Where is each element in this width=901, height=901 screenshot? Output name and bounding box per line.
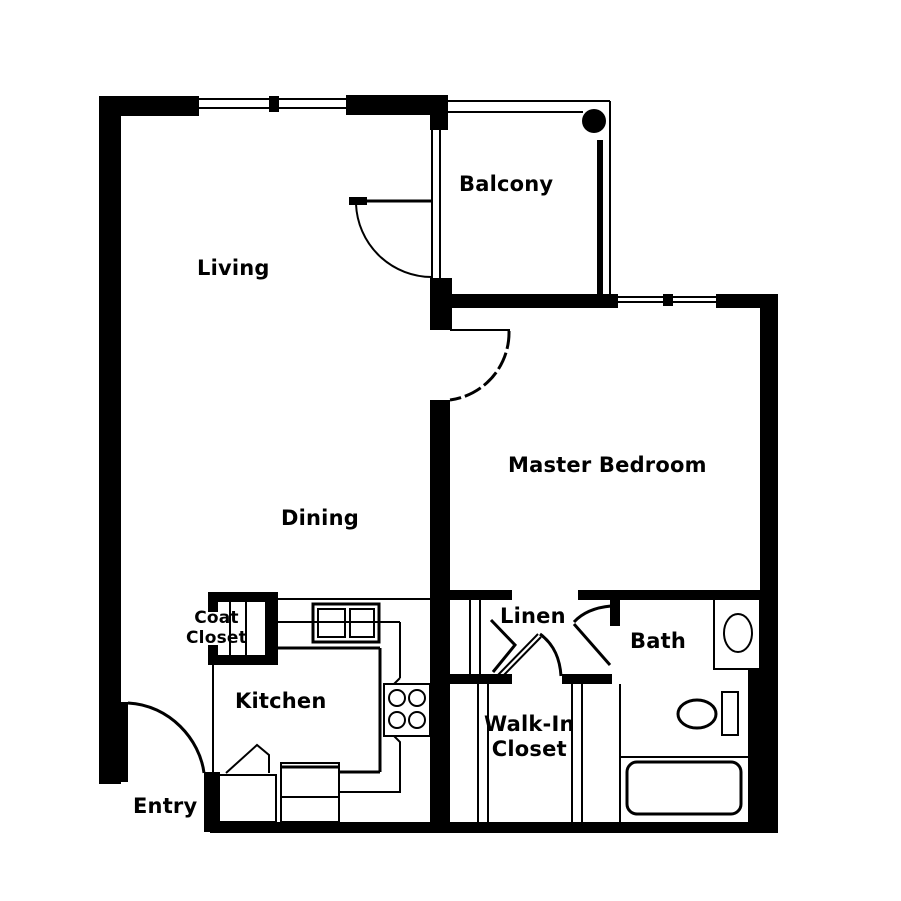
room-label-living: Living [197,256,270,280]
room-label-dining: Dining [281,506,359,530]
room-label-coat-closet: Coat Closet [186,608,247,649]
walk-in-line2: Closet [491,737,567,762]
room-label-entry: Entry [133,794,198,818]
room-label-kitchen: Kitchen [235,689,327,713]
coat-closet-line2: Closet [186,628,247,649]
walls [99,95,778,833]
room-label-balcony: Balcony [459,172,554,196]
coat-closet-line1: Coat [194,608,239,628]
thin-lines [127,96,761,823]
room-label-walk-in-closet: Walk-In Closet [484,712,575,762]
room-label-master-bedroom: Master Bedroom [508,453,707,477]
room-label-bath: Bath [630,629,686,653]
walk-in-line1: Walk-In [484,712,575,736]
room-label-linen: Linen [500,604,566,628]
